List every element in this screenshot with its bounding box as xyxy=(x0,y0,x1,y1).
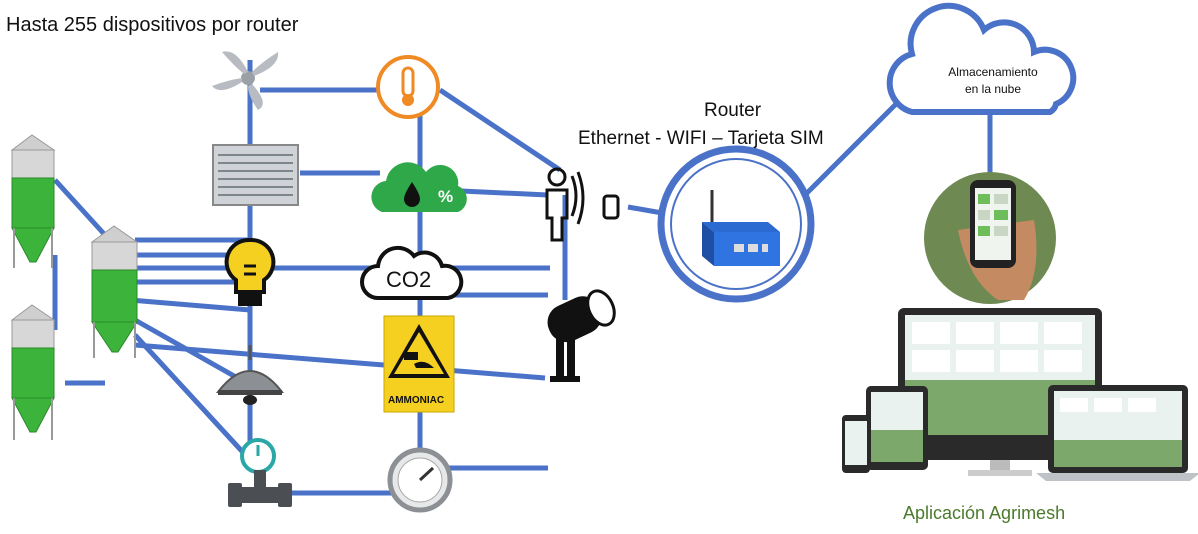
pressure-gauge-icon xyxy=(387,447,453,513)
ceiling-lamp-icon xyxy=(215,345,285,405)
app-label: Aplicación Agrimesh xyxy=(903,503,1066,523)
fan-icon xyxy=(212,51,279,110)
silo-icon xyxy=(10,304,56,440)
flow-meter-icon xyxy=(240,438,276,474)
diagram-title: Hasta 255 dispositivos por router xyxy=(6,14,299,36)
light-bulb-icon xyxy=(224,237,276,306)
cloud-storage-label: Almacenamiento en la nube xyxy=(938,64,1048,98)
router-connectivity-label: Ethernet - WIFI – Tarjeta SIM xyxy=(578,128,824,149)
co2-label: CO2 xyxy=(386,267,431,292)
router-icon xyxy=(657,145,815,303)
ammonia-warning-icon xyxy=(383,315,455,413)
co2-icon xyxy=(360,245,464,300)
phone-icon xyxy=(602,194,620,220)
silo-icon xyxy=(90,225,139,358)
cloud-icon xyxy=(886,2,1077,115)
heater-icon xyxy=(212,144,299,206)
silo-icon xyxy=(10,134,56,268)
presence-sensor-icon xyxy=(545,167,585,242)
humidity-symbol: % xyxy=(438,187,453,206)
thermometer-icon xyxy=(376,55,440,119)
smartphone-icon xyxy=(924,172,1056,304)
cloud-label-line2: en la nube xyxy=(964,82,1022,96)
camera-icon xyxy=(547,289,616,382)
valve-icon xyxy=(228,470,292,507)
ammonia-label: AMMONIAC xyxy=(388,395,444,406)
humidity-icon xyxy=(371,162,467,212)
cloud-label-line1: Almacenamiento xyxy=(948,65,1038,79)
router-label: Router xyxy=(704,100,762,121)
devices-icon xyxy=(842,308,1198,481)
